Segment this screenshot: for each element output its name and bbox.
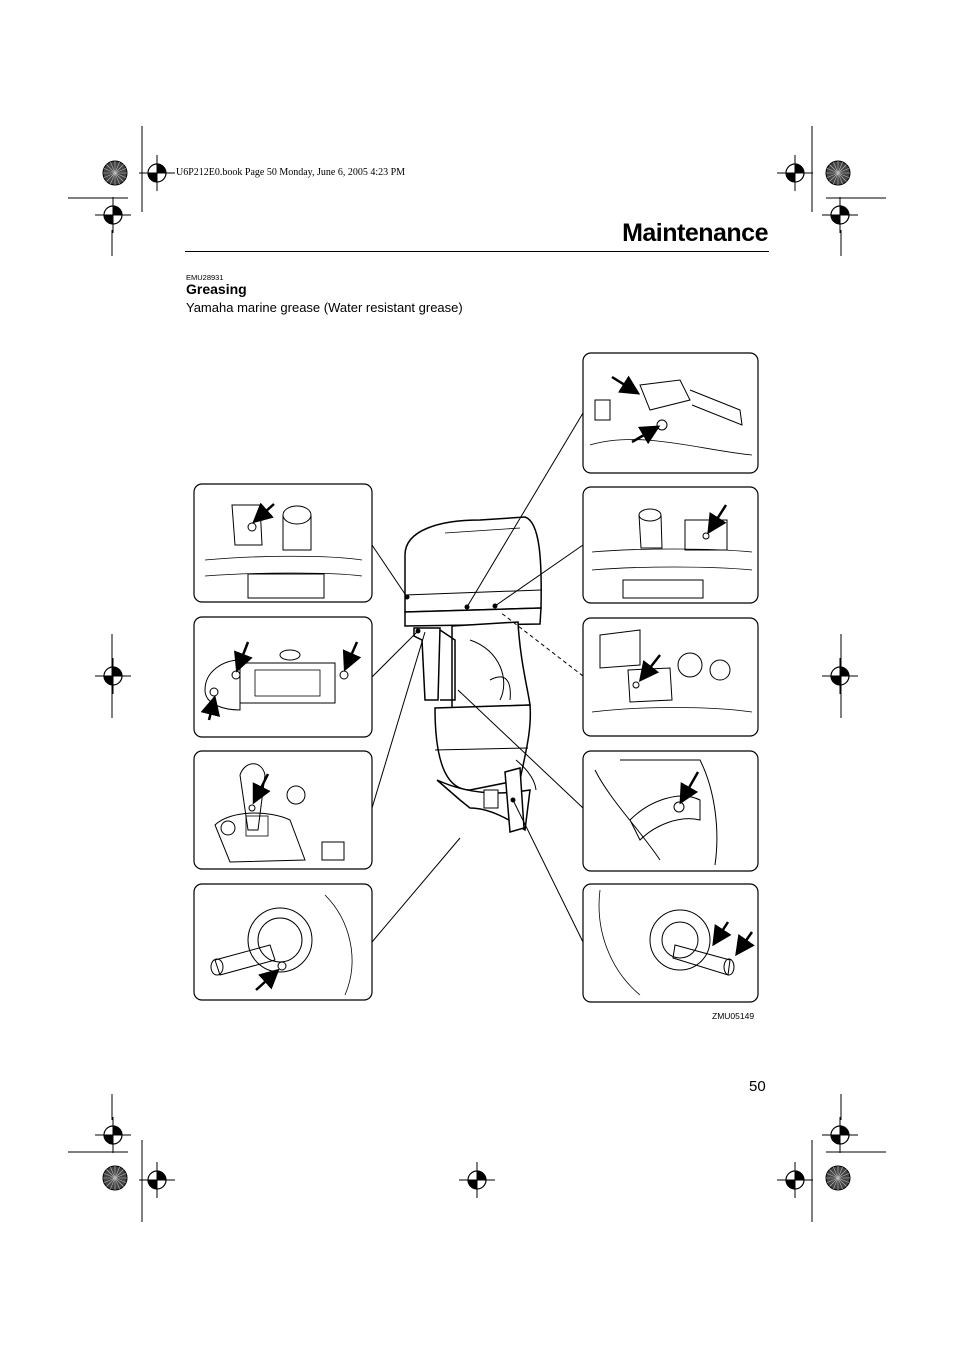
clamp-bracket-detail [193, 616, 373, 738]
leader-lines [371, 412, 584, 943]
propeller-shaft-detail [193, 883, 373, 1001]
figure-code: ZMU05149 [712, 1011, 755, 1021]
tilt-lock-detail [193, 750, 373, 870]
grease-text: Yamaha marine grease (Water resistant gr… [186, 300, 463, 315]
code-label: EMU28931 [186, 273, 224, 282]
propeller-shaft-spline-detail [582, 883, 759, 1003]
sub-heading: Greasing [186, 281, 247, 297]
shift-link-detail [582, 486, 759, 604]
outboard-motor-drawing [404, 516, 542, 833]
registration-marks [68, 126, 886, 1222]
steering-bracket-detail [193, 483, 373, 603]
page-number: 50 [749, 1078, 766, 1095]
throttle-cable-detail [582, 352, 759, 474]
swivel-bracket-detail [582, 750, 759, 872]
choke-link-detail [582, 617, 759, 737]
print-header: U6P212E0.book Page 50 Monday, June 6, 20… [176, 167, 406, 178]
title-rule [185, 251, 769, 252]
section-title: Maintenance [622, 219, 768, 247]
